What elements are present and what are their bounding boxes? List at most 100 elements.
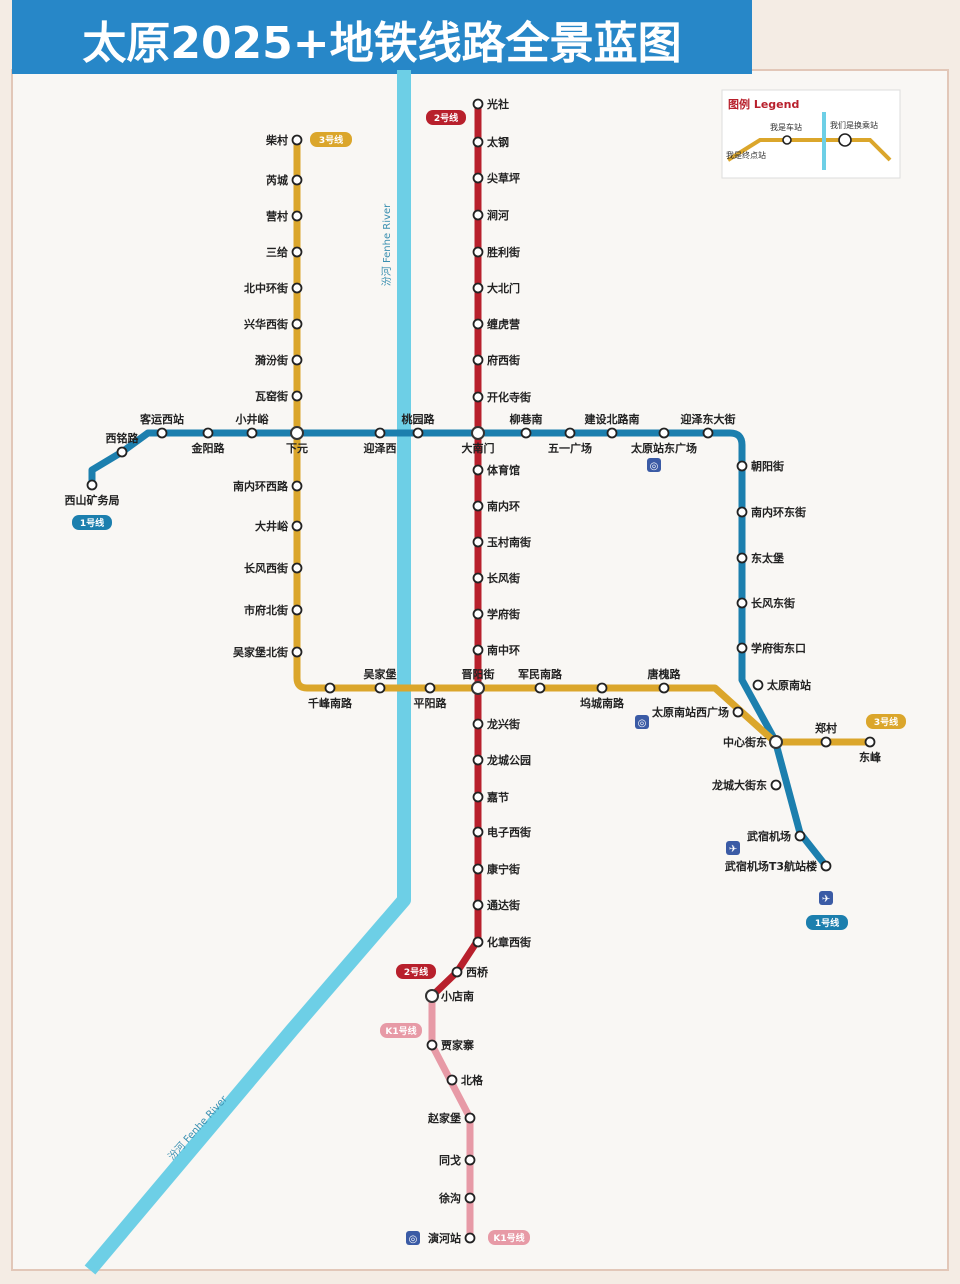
station-dot[interactable] <box>520 427 532 439</box>
station-label: 客运西站 <box>139 412 184 426</box>
station-dot[interactable] <box>291 604 303 616</box>
legend-station-dot <box>782 135 792 145</box>
station-dot[interactable] <box>291 174 303 186</box>
station-dot[interactable] <box>446 1074 458 1086</box>
line-badge <box>380 1023 422 1038</box>
station-label: 长风街 <box>487 571 520 585</box>
station-dot[interactable] <box>534 682 546 694</box>
station-label: 徐沟 <box>438 1191 461 1205</box>
station-dot[interactable] <box>658 682 670 694</box>
station-dot[interactable] <box>794 830 806 842</box>
transfer-station-dot[interactable] <box>769 735 783 749</box>
station-label: 通达街 <box>487 898 520 912</box>
station-dot[interactable] <box>472 209 484 221</box>
station-label: 金阳路 <box>191 441 226 455</box>
station-dot[interactable] <box>86 479 98 491</box>
station-dot[interactable] <box>374 682 386 694</box>
station-dot[interactable] <box>472 572 484 584</box>
station-dot[interactable] <box>472 791 484 803</box>
station-dot[interactable] <box>412 427 424 439</box>
station-label: 千峰南路 <box>308 696 353 710</box>
station-dot[interactable] <box>736 597 748 609</box>
station-dot[interactable] <box>464 1192 476 1204</box>
station-dot[interactable] <box>472 464 484 476</box>
station-dot[interactable] <box>464 1154 476 1166</box>
station-dot[interactable] <box>658 427 670 439</box>
line-badge <box>426 110 466 125</box>
station-dot[interactable] <box>156 427 168 439</box>
station-dot[interactable] <box>596 682 608 694</box>
station-dot[interactable] <box>472 136 484 148</box>
station-dot[interactable] <box>291 354 303 366</box>
station-label: 龙城大街东 <box>711 778 767 792</box>
station-dot[interactable] <box>472 318 484 330</box>
station-dot[interactable] <box>472 718 484 730</box>
line-badge <box>806 915 848 930</box>
station-dot[interactable] <box>291 134 303 146</box>
station-dot[interactable] <box>116 446 128 458</box>
station-dot[interactable] <box>864 736 876 748</box>
station-dot[interactable] <box>246 427 258 439</box>
station-dot[interactable] <box>472 608 484 620</box>
station-dot[interactable] <box>291 210 303 222</box>
station-dot[interactable] <box>291 318 303 330</box>
station-label: 三给 <box>266 245 288 259</box>
station-dot[interactable] <box>291 646 303 658</box>
station-dot[interactable] <box>736 506 748 518</box>
station-dot[interactable] <box>291 480 303 492</box>
station-dot[interactable] <box>736 552 748 564</box>
station-dot[interactable] <box>464 1232 476 1244</box>
station-dot[interactable] <box>472 899 484 911</box>
station-label: 郑村 <box>815 721 837 735</box>
station-dot[interactable] <box>736 642 748 654</box>
station-dot[interactable] <box>472 536 484 548</box>
station-dot[interactable] <box>426 1039 438 1051</box>
station-label: 贾家寨 <box>441 1038 474 1052</box>
station-dot[interactable] <box>752 679 764 691</box>
transfer-station-dot[interactable] <box>425 989 439 1003</box>
station-dot[interactable] <box>472 246 484 258</box>
station-dot[interactable] <box>472 98 484 110</box>
transfer-station-dot[interactable] <box>471 681 485 695</box>
station-dot[interactable] <box>424 682 436 694</box>
station-dot[interactable] <box>291 562 303 574</box>
station-dot[interactable] <box>464 1112 476 1124</box>
station-dot[interactable] <box>472 282 484 294</box>
railway-station-icon-glyph: ◎ <box>409 1234 418 1245</box>
station-dot[interactable] <box>472 354 484 366</box>
station-label: 电子西街 <box>487 825 531 839</box>
station-dot[interactable] <box>564 427 576 439</box>
station-dot[interactable] <box>324 682 336 694</box>
station-dot[interactable] <box>702 427 714 439</box>
station-dot[interactable] <box>472 172 484 184</box>
station-dot[interactable] <box>820 860 832 872</box>
station-dot[interactable] <box>472 826 484 838</box>
station-dot[interactable] <box>472 391 484 403</box>
station-dot[interactable] <box>736 460 748 472</box>
station-dot[interactable] <box>606 427 618 439</box>
legend-terminal-label: 我是终点站 <box>726 150 766 160</box>
station-dot[interactable] <box>472 644 484 656</box>
station-dot[interactable] <box>374 427 386 439</box>
line-badge <box>72 515 112 530</box>
station-dot[interactable] <box>451 966 463 978</box>
station-label: 南内环东街 <box>751 505 806 519</box>
station-dot[interactable] <box>770 779 782 791</box>
transfer-station-dot[interactable] <box>290 426 304 440</box>
station-dot[interactable] <box>291 520 303 532</box>
station-dot[interactable] <box>291 246 303 258</box>
station-label: 南内环 <box>487 499 520 513</box>
station-dot[interactable] <box>732 706 744 718</box>
transfer-station-dot[interactable] <box>471 426 485 440</box>
station-dot[interactable] <box>291 390 303 402</box>
station-dot[interactable] <box>291 282 303 294</box>
station-dot[interactable] <box>472 936 484 948</box>
station-dot[interactable] <box>472 863 484 875</box>
station-dot[interactable] <box>472 500 484 512</box>
station-dot[interactable] <box>820 736 832 748</box>
legend-box <box>721 89 901 179</box>
station-dot[interactable] <box>202 427 214 439</box>
station-dot[interactable] <box>472 754 484 766</box>
station-label: 坞城南路 <box>580 696 625 710</box>
